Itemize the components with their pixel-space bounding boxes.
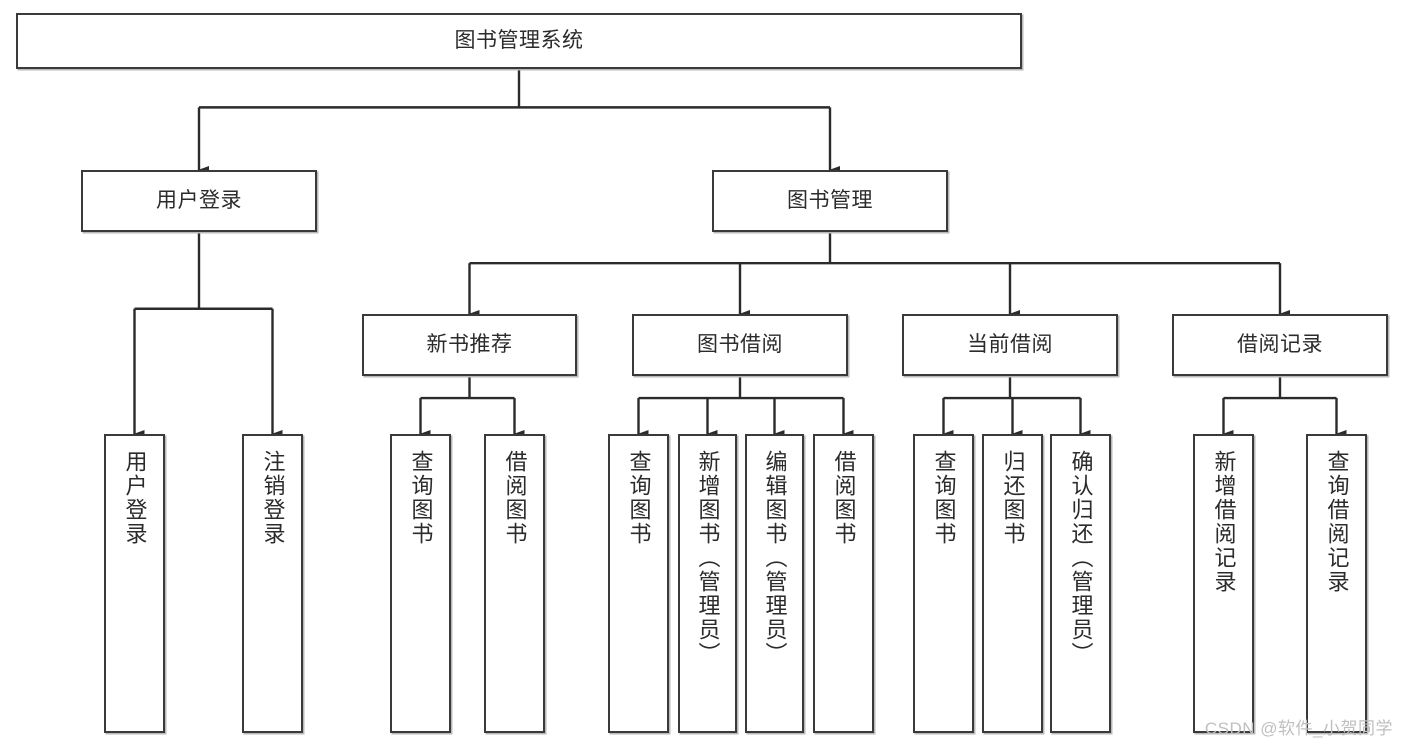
leaf-user-login[interactable]: 用户登录 [104, 434, 165, 733]
leaf-borrow-book[interactable]: 借阅图书 [813, 434, 874, 733]
node-label: 图书管理系统 [454, 29, 584, 53]
node-current-borrow[interactable]: 当前借阅 [902, 314, 1118, 376]
node-label: 新增借阅记录 [1211, 450, 1237, 594]
node-label: 借阅图书 [831, 450, 857, 546]
leaf-add-borrow-record[interactable]: 新增借阅记录 [1193, 434, 1254, 733]
node-label: 图书借阅 [697, 333, 783, 357]
node-label: 用户登录 [122, 450, 148, 546]
leaf-edit-book[interactable]: 编辑图书（管理员） [745, 434, 804, 733]
node-label: 用户登录 [156, 189, 242, 213]
node-label: 查询借阅记录 [1324, 450, 1350, 594]
leaf-borrow-book-recommend[interactable]: 借阅图书 [484, 434, 545, 733]
node-label: 图书管理 [787, 189, 873, 213]
leaf-add-book[interactable]: 新增图书（管理员） [678, 434, 737, 733]
node-borrow-record[interactable]: 借阅记录 [1172, 314, 1388, 376]
leaf-query-book-recommend[interactable]: 查询图书 [390, 434, 451, 733]
node-book-borrow[interactable]: 图书借阅 [632, 314, 848, 376]
node-label: 借阅图书 [502, 450, 528, 546]
watermark: CSDN @软件_小贺同学 [1204, 719, 1393, 738]
node-label: 查询图书 [931, 450, 957, 546]
leaf-query-book-borrow[interactable]: 查询图书 [608, 434, 669, 733]
leaf-query-borrow-record[interactable]: 查询借阅记录 [1306, 434, 1367, 733]
leaf-return-book[interactable]: 归还图书 [982, 434, 1043, 733]
node-new-book-recommend[interactable]: 新书推荐 [362, 314, 577, 376]
node-label: 编辑图书（管理员） [762, 450, 788, 666]
node-label: 查询图书 [626, 450, 652, 546]
node-label: 注销登录 [260, 450, 286, 546]
node-label: 确认归还（管理员） [1068, 450, 1094, 666]
node-book-manage[interactable]: 图书管理 [712, 170, 948, 232]
node-label: 当前借阅 [967, 333, 1053, 357]
leaf-confirm-return[interactable]: 确认归还（管理员） [1050, 434, 1111, 733]
node-user-login[interactable]: 用户登录 [81, 170, 317, 232]
node-label: 查询图书 [408, 450, 434, 546]
node-label: 新增图书（管理员） [695, 450, 721, 666]
leaf-query-book-current[interactable]: 查询图书 [913, 434, 974, 733]
leaf-logout[interactable]: 注销登录 [242, 434, 303, 733]
node-label: 归还图书 [1000, 450, 1026, 546]
node-label: 借阅记录 [1237, 333, 1323, 357]
node-label: 新书推荐 [426, 333, 513, 357]
node-root[interactable]: 图书管理系统 [16, 13, 1022, 69]
